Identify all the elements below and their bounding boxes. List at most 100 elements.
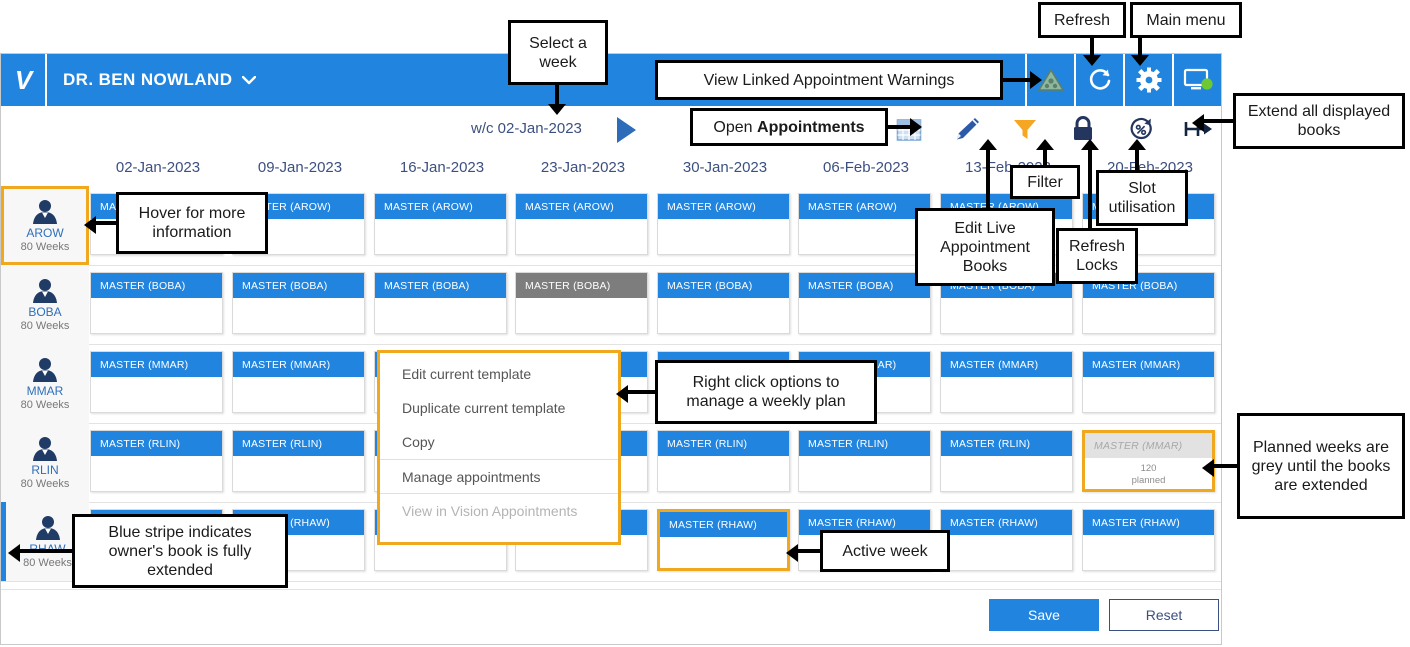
leader-hover-info [96, 221, 120, 225]
context-menu-item-2[interactable]: Copy [402, 434, 435, 450]
book-cell[interactable]: MASTER (MMAR) [1082, 351, 1215, 413]
date-header-5[interactable]: 06-Feb-2023 [823, 159, 909, 176]
book-cell-label: MASTER (RHAW) [660, 512, 787, 537]
next-week-arrow[interactable] [617, 117, 636, 143]
book-cell[interactable]: MASTER (AROW) [374, 193, 507, 255]
book-cell[interactable]: MASTER (RLIN) [940, 430, 1073, 492]
book-cell-label: MASTER (RLIN) [233, 431, 364, 456]
avatar-icon [30, 198, 60, 224]
refresh-locks-padlock-icon[interactable] [1067, 111, 1099, 147]
avatar-icon [33, 514, 63, 540]
arrow-right-click-options [616, 385, 628, 403]
date-header-2[interactable]: 16-Jan-2023 [399, 159, 485, 176]
row-header-weeks: 80 Weeks [20, 399, 70, 411]
context-menu-item-4: View in Vision Appointments [380, 493, 618, 527]
callout-slot-utilisation: Slot utilisation [1096, 170, 1188, 226]
planned-count: 120 [1140, 463, 1157, 474]
book-cell-label: MASTER (MMAR) [941, 352, 1072, 377]
book-cell[interactable]: MASTER (BOBA) [374, 272, 507, 334]
date-header-1[interactable]: 09-Jan-2023 [257, 159, 343, 176]
callout-select-a-week: Select a week [508, 20, 608, 85]
leader-right-click-options [628, 390, 658, 394]
monitor-status-icon[interactable] [1172, 54, 1221, 106]
book-cell[interactable]: MASTER (BOBA) [515, 272, 648, 334]
practitioner-selector[interactable]: DR. BEN NOWLAND [47, 70, 257, 90]
row-header-weeks: 80 Weeks [23, 557, 72, 569]
reset-button[interactable]: Reset [1109, 599, 1219, 631]
callout-open-appointments-text: Open Appointments [713, 118, 865, 136]
chevron-down-icon [242, 73, 257, 88]
date-header-3[interactable]: 23-Jan-2023 [540, 159, 626, 176]
leader-main-menu [1138, 38, 1142, 60]
book-cell[interactable]: MASTER (RLIN) [232, 430, 365, 492]
book-cell[interactable]: MASTER (RHAW) [657, 509, 790, 571]
callout-refresh-locks: Refresh Locks [1056, 228, 1138, 284]
slot-utilisation-icon[interactable] [1125, 111, 1157, 147]
book-cell-body[interactable] [941, 535, 1072, 595]
leader-active-week [797, 549, 823, 553]
book-cell-label: MASTER (BOBA) [658, 273, 789, 298]
leader-blue-stripe [20, 549, 76, 553]
book-cell-label: MASTER (RHAW) [1083, 510, 1214, 535]
arrow-active-week [786, 544, 798, 562]
edit-live-appointment-books-icon[interactable] [951, 111, 983, 147]
book-cell[interactable]: MASTER (MMAR) [232, 351, 365, 413]
book-cell[interactable]: MASTER (BOBA) [657, 272, 790, 334]
callout-planned-weeks: Planned weeks are grey until the books a… [1237, 413, 1405, 519]
book-cell[interactable]: MASTER (AROW) [515, 193, 648, 255]
row-header-weeks: 80 Weeks [20, 478, 70, 490]
book-cell-body[interactable] [1083, 535, 1214, 595]
vision-logo-glyph: V [14, 65, 32, 95]
context-menu-item-1[interactable]: Duplicate current template [402, 400, 566, 416]
book-cell[interactable]: MASTER (AROW) [657, 193, 790, 255]
book-cell[interactable]: MASTER (BOBA) [232, 272, 365, 334]
leader-open-appointments [888, 125, 914, 129]
leader-select-a-week [555, 85, 559, 109]
book-cell-body[interactable] [660, 537, 787, 593]
callout-hover-info: Hover for more information [116, 192, 268, 254]
book-cell[interactable]: MASTER (RLIN) [657, 430, 790, 492]
book-cell-label: MASTER (BOBA) [233, 273, 364, 298]
book-cell-label: MASTER (AROW) [375, 194, 506, 219]
book-cell[interactable]: MASTER (BOBA) [798, 272, 931, 334]
book-cell-label: MASTER (BOBA) [799, 273, 930, 298]
book-cell-label: MASTER (BOBA) [516, 273, 647, 298]
week-commencing-label[interactable]: w/c 02-Jan-2023 [471, 120, 582, 137]
callout-edit-live-books: Edit Live Appointment Books [915, 208, 1055, 286]
leader-extend-all-books [1203, 119, 1235, 123]
callout-filter: Filter [1010, 165, 1080, 199]
book-cell-label: MASTER (MMAR) [233, 352, 364, 377]
book-cell[interactable]: MASTER (MMAR) [940, 351, 1073, 413]
book-cell-label: MASTER (AROW) [658, 194, 789, 219]
arrow-slot-utilisation [1128, 139, 1146, 150]
date-header-0[interactable]: 02-Jan-2023 [115, 159, 201, 176]
refresh-icon[interactable] [1074, 54, 1123, 106]
main-menu-gear-icon[interactable] [1123, 54, 1172, 106]
avatar-icon [30, 356, 60, 382]
book-cell[interactable]: MASTER (BOBA) [90, 272, 223, 334]
save-button[interactable]: Save [989, 599, 1099, 631]
book-cell[interactable]: MASTER (RLIN) [90, 430, 223, 492]
footer-bar: Save Reset [1, 589, 1221, 644]
book-cell[interactable]: MASTER (RHAW) [940, 509, 1073, 571]
context-menu-item-3[interactable]: Manage appointments [380, 459, 618, 493]
book-cell[interactable]: MASTER (RLIN) [798, 430, 931, 492]
arrow-refresh [1083, 55, 1101, 66]
arrow-select-a-week [548, 104, 566, 115]
filter-icon[interactable] [1009, 111, 1041, 147]
context-menu-item-0[interactable]: Edit current template [402, 366, 532, 382]
row-header-code: AROW [26, 226, 64, 240]
vision-logo[interactable]: V [1, 54, 47, 106]
book-cell[interactable]: MASTER (MMAR) [90, 351, 223, 413]
date-header-4[interactable]: 30-Jan-2023 [682, 159, 768, 176]
book-cell[interactable]: MASTER (RHAW) [1082, 509, 1215, 571]
book-cell[interactable]: MASTER (AROW) [798, 193, 931, 255]
callout-extend-all-books: Extend all displayed books [1233, 93, 1405, 149]
